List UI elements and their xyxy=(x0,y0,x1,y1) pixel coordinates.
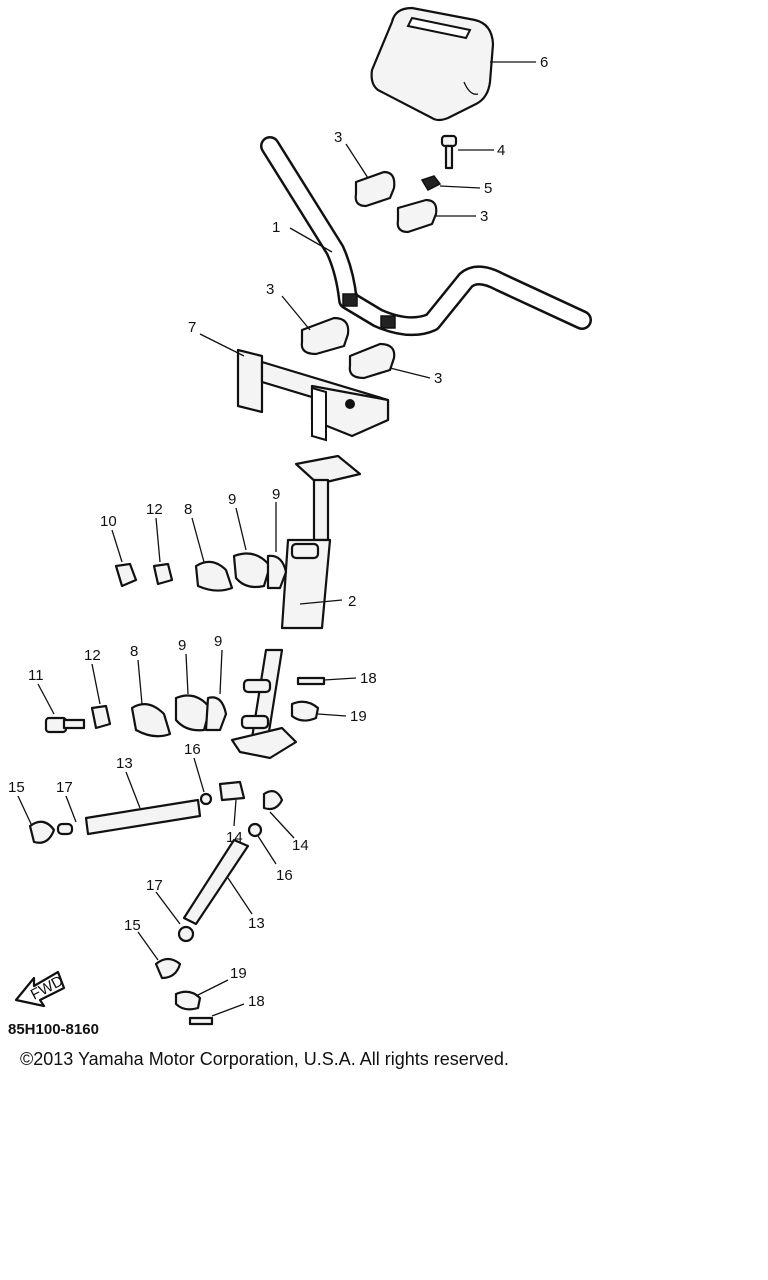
handlebar xyxy=(260,136,592,337)
handlebar-holder-upper xyxy=(354,170,438,234)
bolt-nut-upper xyxy=(290,676,326,722)
bolt-4 xyxy=(440,134,458,170)
callout-3: 3 xyxy=(434,370,442,387)
callout-5: 5 xyxy=(484,180,492,197)
callout-15: 15 xyxy=(8,779,25,796)
callout-15: 15 xyxy=(124,917,141,934)
callout-7: 7 xyxy=(188,319,196,336)
callout-9: 9 xyxy=(228,491,236,508)
clamp-group-lower xyxy=(44,694,228,738)
callout-13: 13 xyxy=(248,915,265,932)
callout-9: 9 xyxy=(272,486,280,503)
callout-17: 17 xyxy=(56,779,73,796)
callout-18: 18 xyxy=(248,993,265,1010)
callout-labels: 6 4 5 3 3 1 3 7 3 10 12 8 9 9 2 11 12 8 … xyxy=(8,54,548,1010)
clamp-group-upper xyxy=(114,552,288,592)
callout-13: 13 xyxy=(116,755,133,772)
callout-3: 3 xyxy=(480,208,488,225)
nut-5 xyxy=(420,175,442,191)
callout-8: 8 xyxy=(130,643,138,660)
copyright-notice: ©2013 Yamaha Motor Corporation, U.S.A. A… xyxy=(20,1049,509,1069)
steering-column-lower xyxy=(230,648,298,760)
callout-12: 12 xyxy=(84,647,101,664)
column-bracket xyxy=(236,348,390,442)
callout-3: 3 xyxy=(266,281,274,298)
callout-11: 11 xyxy=(28,667,44,684)
part-code: 85H100-8160 xyxy=(8,1021,99,1038)
handlebar-pad xyxy=(370,6,495,122)
callout-2: 2 xyxy=(348,593,356,610)
callout-9: 9 xyxy=(178,637,186,654)
callout-6: 6 xyxy=(540,54,548,71)
callout-17: 17 xyxy=(146,877,163,894)
handlebar-holder-lower xyxy=(300,316,396,380)
callout-14: 14 xyxy=(292,837,309,854)
callout-14: 14 xyxy=(226,829,243,846)
callout-12: 12 xyxy=(146,501,163,518)
steering-column-upper xyxy=(280,454,362,630)
callout-10: 10 xyxy=(100,513,117,530)
exploded-parts-diagram: FWD 6 xyxy=(8,6,592,1038)
callout-16: 16 xyxy=(184,741,201,758)
tie-rod-lower xyxy=(154,838,250,1026)
callout-1: 1 xyxy=(272,219,280,236)
callout-19: 19 xyxy=(350,708,367,725)
callout-8: 8 xyxy=(184,501,192,518)
callout-4: 4 xyxy=(497,142,505,159)
callout-19: 19 xyxy=(230,965,247,982)
callout-16: 16 xyxy=(276,867,293,884)
leader-lines xyxy=(17,61,536,1017)
callout-3: 3 xyxy=(334,129,342,146)
tie-rod-upper xyxy=(28,780,284,844)
callout-18: 18 xyxy=(360,670,377,687)
fwd-arrow-icon: FWD xyxy=(14,970,66,1008)
callout-9: 9 xyxy=(214,633,222,650)
